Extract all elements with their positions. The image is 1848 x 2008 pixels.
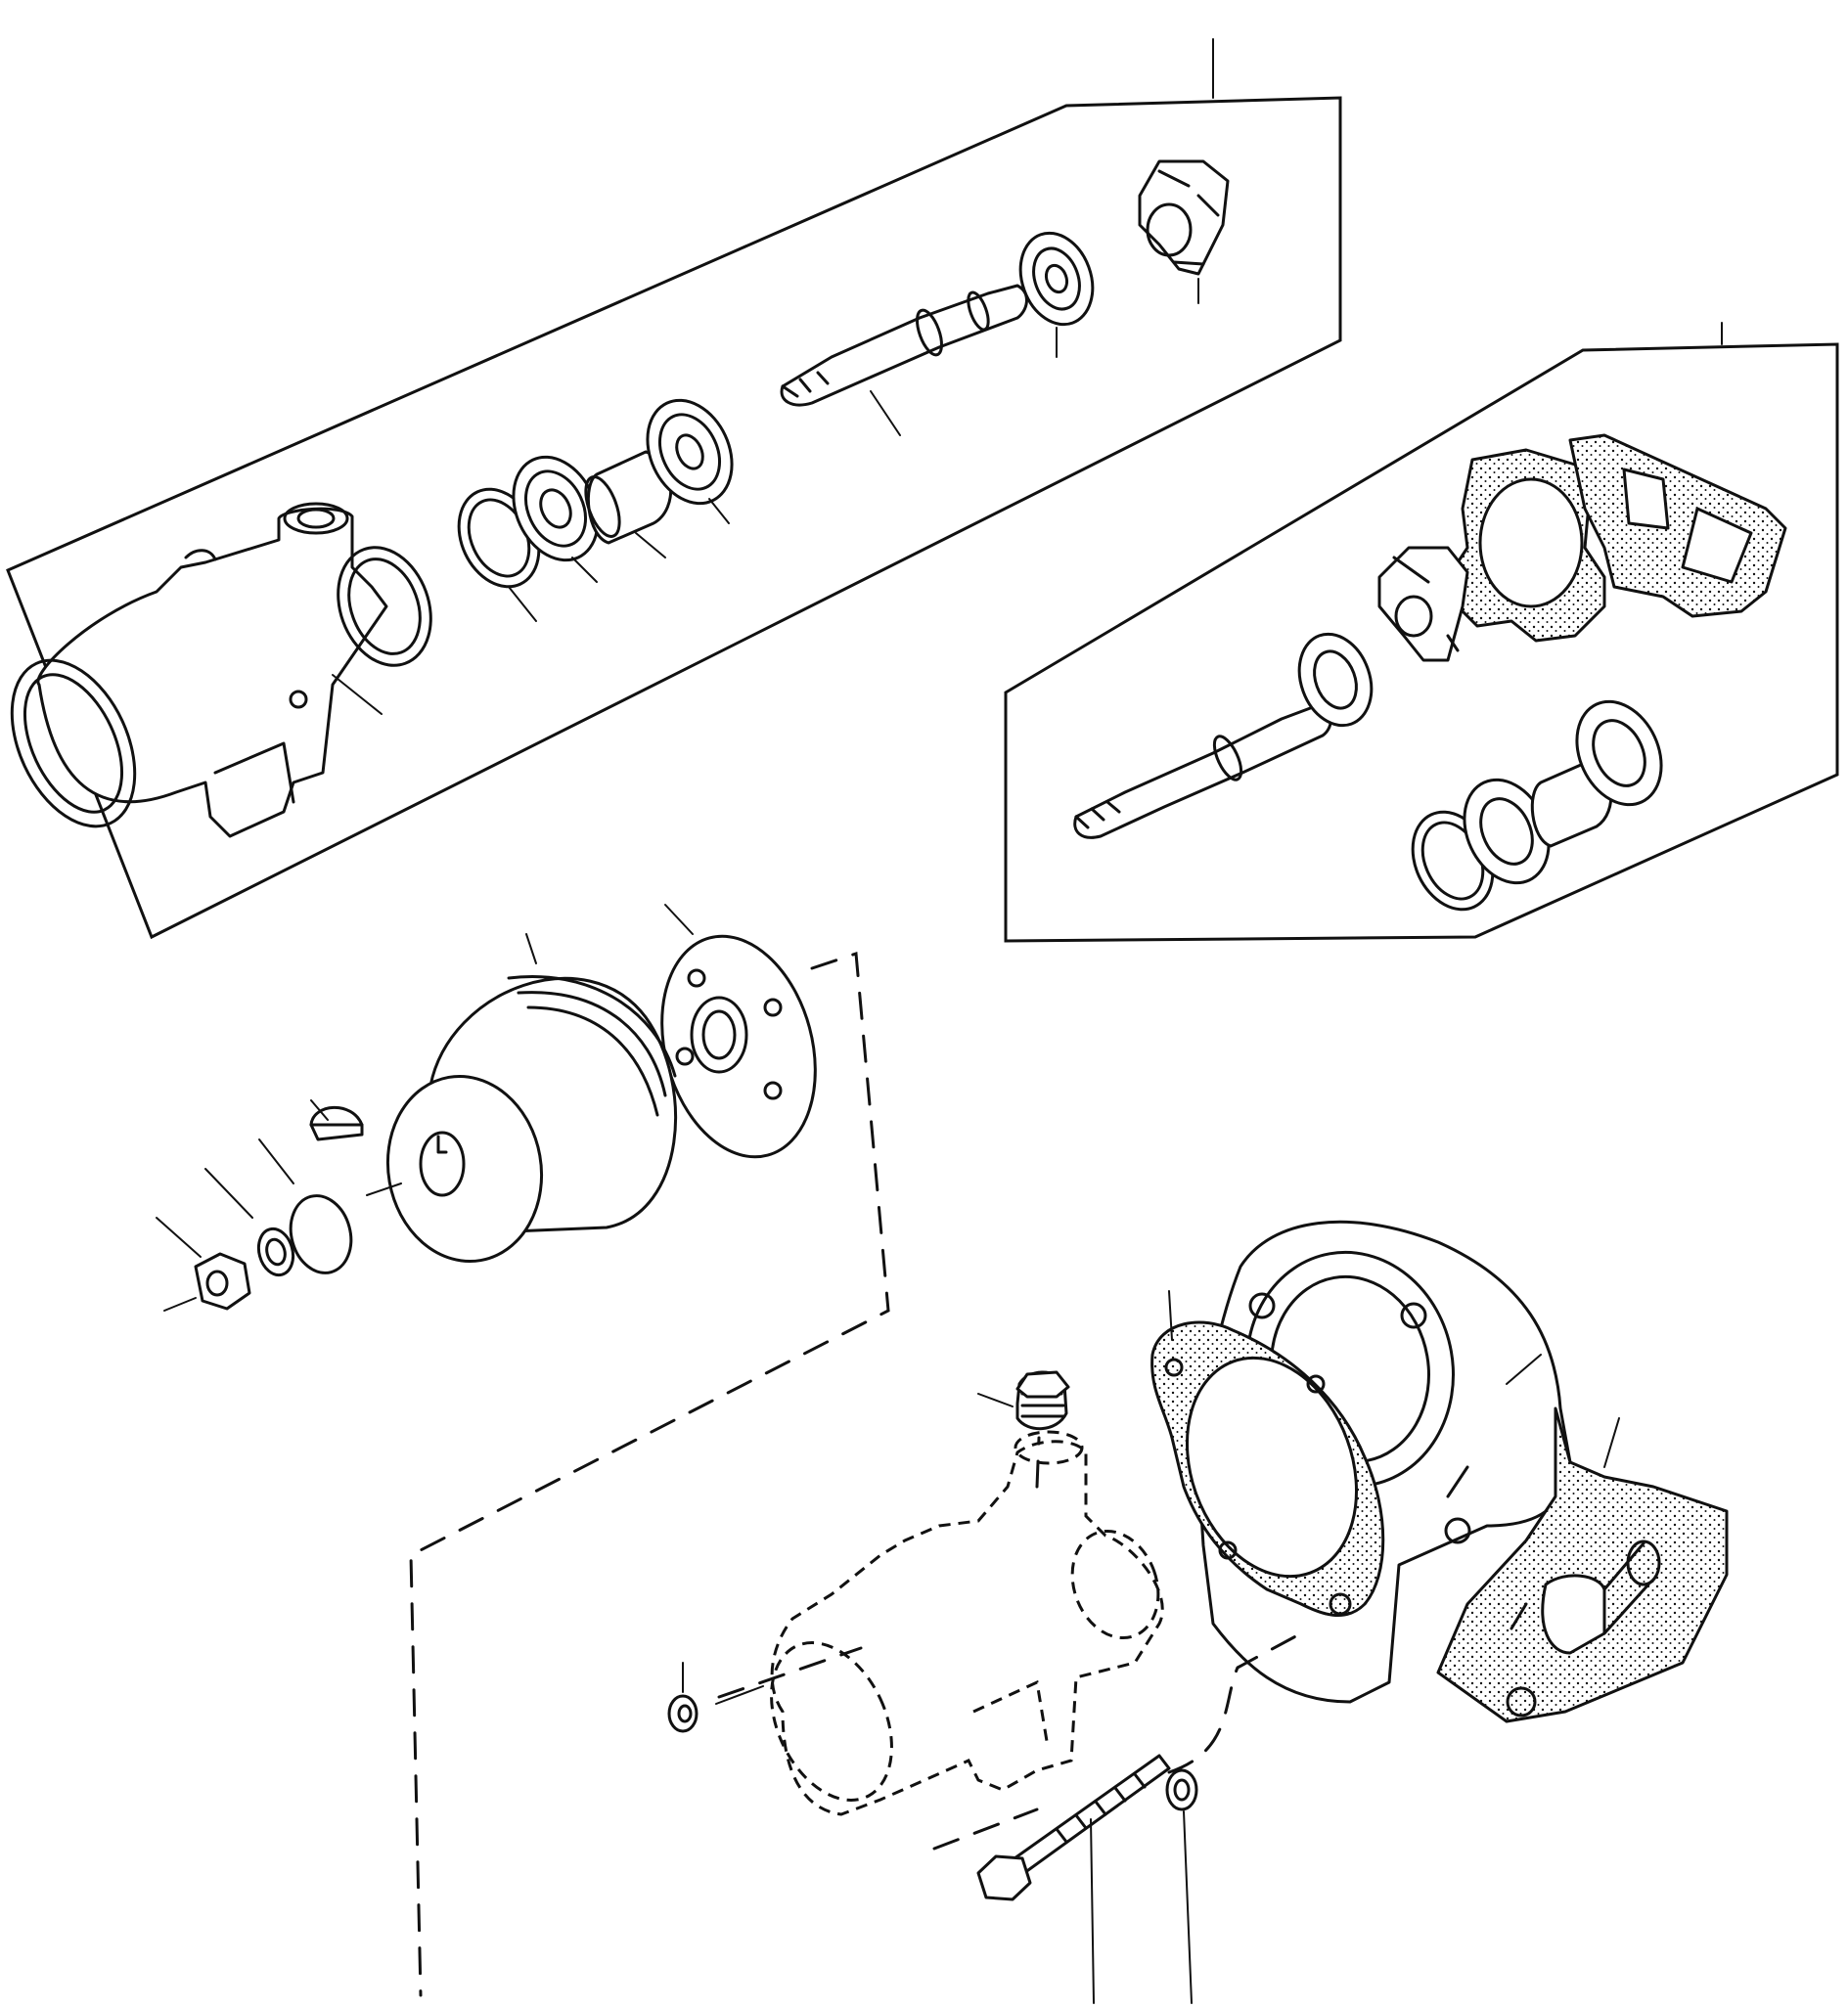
housing-leader bbox=[332, 674, 383, 715]
rear-bearing bbox=[646, 398, 734, 524]
housing-flange-edge bbox=[213, 741, 295, 804]
impeller bbox=[1138, 159, 1230, 304]
housing-outlet-inner bbox=[347, 558, 422, 655]
pulley-axis-line bbox=[366, 1182, 402, 1196]
backplate-pipe-sides bbox=[1602, 1541, 1650, 1635]
hub-flange-bore bbox=[690, 996, 748, 1074]
small-nut-axis bbox=[715, 1685, 764, 1705]
gasket-ring-bore bbox=[1185, 1356, 1359, 1579]
hex-nut bbox=[156, 1217, 251, 1312]
kit-box-outline bbox=[6, 96, 1342, 940]
housing-phantom bbox=[770, 1430, 1164, 1816]
impeller-vanes bbox=[1157, 169, 1220, 266]
backplate-gasket-stipple bbox=[1436, 1406, 1729, 1723]
repair-kit-box bbox=[1004, 322, 1839, 943]
hex-bolt bbox=[976, 1754, 1171, 2004]
phantom-inlet bbox=[770, 1641, 893, 1802]
impeller-hub bbox=[1146, 202, 1193, 257]
bolt-washer-leader bbox=[1183, 1810, 1193, 2004]
backplate-hole-4 bbox=[1444, 1517, 1471, 1544]
kit-impeller bbox=[1377, 546, 1469, 662]
backplate-pipe bbox=[1541, 1574, 1606, 1655]
pump-housing bbox=[10, 502, 432, 838]
backplate-hole-5 bbox=[1506, 1686, 1537, 1718]
bolt-leader bbox=[1090, 1818, 1095, 2004]
backplate-ribs bbox=[1446, 1465, 1528, 1630]
kit-bearing-cluster bbox=[1411, 699, 1663, 912]
lock-washer bbox=[204, 1168, 295, 1277]
shaft-step bbox=[967, 290, 990, 332]
washer-leader bbox=[258, 1138, 294, 1184]
hub-flange-leader bbox=[664, 904, 694, 935]
lock-washer-leader bbox=[204, 1168, 253, 1219]
pump-assembly-kit-box bbox=[6, 38, 1342, 940]
shaft-bearing-seal bbox=[1018, 231, 1095, 358]
front-bearing-leader bbox=[571, 557, 598, 583]
gasket-ring-leader bbox=[1168, 1290, 1173, 1341]
nut-axis-line bbox=[163, 1297, 197, 1312]
gasket-set bbox=[1446, 433, 1787, 643]
housing-outlet-port bbox=[337, 546, 432, 667]
backplate-hole-1 bbox=[1248, 1292, 1276, 1319]
housing-body bbox=[36, 507, 388, 838]
lower-assembly bbox=[667, 1220, 1729, 2004]
pump-shaft bbox=[780, 284, 1028, 436]
kit-shaft-collar bbox=[1212, 735, 1243, 781]
bolt-head bbox=[976, 1854, 1032, 1901]
pulley-keyway bbox=[436, 1135, 448, 1154]
backplate-gasket bbox=[1150, 1290, 1385, 1618]
shaft-collar bbox=[916, 308, 943, 357]
drain-plug-head bbox=[1015, 1370, 1070, 1399]
lower-dashed-1 bbox=[932, 1807, 1039, 1851]
kit-shaft bbox=[1073, 632, 1374, 839]
backplate-leader bbox=[1506, 1354, 1542, 1385]
pulley-assembly-dashed-line bbox=[409, 951, 890, 1997]
phantom-flange bbox=[972, 1679, 1049, 1742]
gasket-front-bore bbox=[1478, 477, 1584, 608]
shaft-leader bbox=[870, 390, 901, 436]
housing-inlet-inner bbox=[23, 673, 124, 814]
phantom-outlet bbox=[1070, 1529, 1160, 1640]
pulley-group bbox=[156, 904, 890, 1997]
gasket-rear-window-2 bbox=[1681, 507, 1753, 584]
snap-ring-leader bbox=[508, 586, 537, 622]
housing-bolt-hole bbox=[289, 690, 308, 709]
pulley-bore bbox=[419, 1131, 466, 1197]
backplate-gasket-leader bbox=[1603, 1417, 1620, 1468]
spacer-leader bbox=[635, 532, 666, 558]
pulley-leader bbox=[525, 933, 537, 964]
kit-shaft-threads bbox=[1074, 800, 1121, 829]
repair-kit-outline bbox=[1004, 342, 1839, 943]
rear-bearing-leader bbox=[708, 498, 730, 524]
housing-inlet-rim bbox=[10, 658, 137, 828]
housing-lug bbox=[184, 549, 217, 561]
bolt-path-dashed bbox=[1167, 1631, 1303, 1774]
key-leader bbox=[310, 1099, 329, 1121]
nut-leader bbox=[156, 1217, 202, 1258]
nut-stud-dashed bbox=[717, 1646, 863, 1699]
phantom-top-boss bbox=[1014, 1430, 1084, 1465]
housing-top-boss bbox=[283, 502, 349, 535]
bolt-threads bbox=[1055, 1772, 1147, 1844]
backplate-hole-2 bbox=[1400, 1302, 1427, 1329]
kit-impeller-vanes bbox=[1392, 556, 1460, 652]
v-belt-pulley bbox=[385, 933, 678, 1264]
shaft-threads bbox=[781, 371, 830, 398]
hex-nut-hole bbox=[205, 1270, 229, 1297]
drain-plug bbox=[977, 1370, 1070, 1431]
flat-washer bbox=[258, 1138, 353, 1274]
small-nut bbox=[667, 1662, 764, 1733]
gasket-rear-window-1 bbox=[1622, 468, 1670, 530]
pulley-grooves bbox=[507, 975, 677, 1117]
bolt-washer bbox=[1165, 1768, 1198, 2004]
housing-top-boss-hole bbox=[296, 508, 336, 529]
woodruff-key bbox=[309, 1099, 364, 1141]
plug-leader bbox=[977, 1393, 1014, 1407]
plug-dashed bbox=[1035, 1436, 1041, 1489]
kit-impeller-hub bbox=[1394, 595, 1433, 638]
